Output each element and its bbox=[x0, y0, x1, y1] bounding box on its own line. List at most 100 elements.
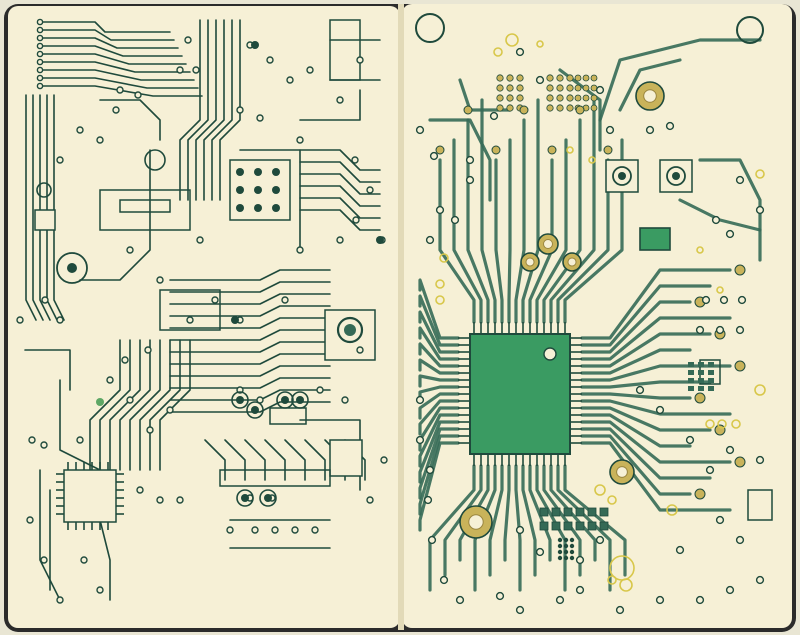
trace bbox=[39, 61, 191, 73]
gold-dot bbox=[546, 104, 554, 112]
trace bbox=[418, 278, 460, 340]
left-page bbox=[8, 6, 400, 628]
pad bbox=[166, 406, 174, 414]
trace bbox=[418, 420, 460, 484]
trace bbox=[488, 464, 504, 577]
trace bbox=[149, 339, 181, 471]
smd-pad-block bbox=[747, 489, 773, 521]
trace bbox=[39, 53, 187, 65]
pad bbox=[675, 545, 685, 555]
gold-dot bbox=[582, 84, 590, 92]
trace bbox=[580, 441, 732, 512]
gold-dot bbox=[566, 84, 574, 92]
pad bbox=[515, 47, 525, 57]
bga-dot bbox=[563, 555, 569, 561]
trace bbox=[99, 339, 131, 471]
trace bbox=[99, 99, 161, 141]
pad bbox=[655, 405, 665, 415]
bga-dot bbox=[569, 549, 575, 555]
gold-dot bbox=[590, 104, 598, 112]
pad bbox=[126, 396, 134, 404]
pad-ring bbox=[276, 391, 294, 409]
pad bbox=[156, 276, 164, 284]
pad bbox=[701, 295, 711, 305]
trace bbox=[418, 427, 460, 500]
gold-pad-small bbox=[694, 488, 706, 500]
pad bbox=[36, 74, 44, 82]
trace bbox=[219, 19, 241, 201]
pad bbox=[36, 18, 44, 26]
pad bbox=[271, 526, 279, 534]
solder-dot bbox=[254, 204, 262, 212]
smd-pad bbox=[708, 386, 714, 391]
pad bbox=[725, 445, 735, 455]
trace bbox=[556, 158, 610, 324]
pad bbox=[465, 155, 475, 165]
pad bbox=[725, 229, 735, 239]
pad-ring bbox=[236, 489, 254, 507]
pad bbox=[36, 66, 44, 74]
pad bbox=[116, 86, 124, 94]
solder-dot bbox=[236, 186, 244, 194]
pot-ring bbox=[666, 166, 686, 186]
bga-dot bbox=[569, 537, 575, 543]
yellow-ring bbox=[755, 169, 765, 179]
relay-outline bbox=[159, 289, 221, 331]
pad bbox=[341, 396, 349, 404]
pad bbox=[41, 296, 49, 304]
pad bbox=[366, 186, 374, 194]
solder-dot bbox=[236, 168, 244, 176]
yellow-ring bbox=[505, 33, 519, 47]
trace bbox=[549, 464, 597, 562]
pad bbox=[737, 295, 747, 305]
solder-dot bbox=[251, 406, 259, 414]
pad bbox=[356, 56, 364, 64]
smd-pad bbox=[539, 507, 549, 517]
gold-pad-hole bbox=[468, 514, 484, 530]
yellow-ring bbox=[754, 384, 766, 396]
trace bbox=[39, 94, 51, 321]
trace bbox=[169, 401, 331, 413]
trace bbox=[299, 161, 381, 183]
trace bbox=[89, 339, 121, 471]
trace bbox=[418, 392, 460, 420]
pad bbox=[136, 486, 144, 494]
trace bbox=[418, 374, 460, 388]
trace bbox=[549, 98, 596, 324]
smd-pad bbox=[551, 521, 561, 531]
pad bbox=[36, 58, 44, 66]
pad bbox=[705, 465, 715, 475]
trace bbox=[139, 339, 171, 471]
trace bbox=[284, 439, 306, 481]
connector-outline bbox=[99, 189, 191, 231]
pad bbox=[711, 215, 721, 225]
header-block bbox=[329, 19, 361, 81]
pad bbox=[366, 496, 374, 504]
bga-dot bbox=[557, 543, 563, 549]
pad bbox=[635, 385, 645, 395]
pad bbox=[415, 395, 425, 405]
pad bbox=[615, 605, 625, 615]
pad bbox=[515, 525, 525, 535]
pad bbox=[685, 435, 695, 445]
gold-pad-hole bbox=[616, 466, 628, 478]
pad bbox=[455, 595, 465, 605]
trace bbox=[53, 94, 65, 321]
gold-dot bbox=[546, 94, 554, 102]
pad bbox=[755, 455, 765, 465]
pad bbox=[36, 42, 44, 50]
solder-dot bbox=[264, 494, 272, 502]
trace bbox=[119, 339, 151, 471]
trace bbox=[129, 339, 161, 471]
pad bbox=[121, 356, 129, 364]
yellow-ring bbox=[588, 156, 596, 164]
pad bbox=[56, 316, 64, 324]
pad bbox=[126, 246, 134, 254]
solder-dot bbox=[296, 396, 304, 404]
pad bbox=[755, 205, 765, 215]
yellow-ring bbox=[607, 495, 617, 505]
bga-dot bbox=[557, 549, 563, 555]
chip-pin1-marker bbox=[543, 347, 557, 361]
pad bbox=[40, 556, 48, 564]
trace bbox=[39, 469, 61, 601]
